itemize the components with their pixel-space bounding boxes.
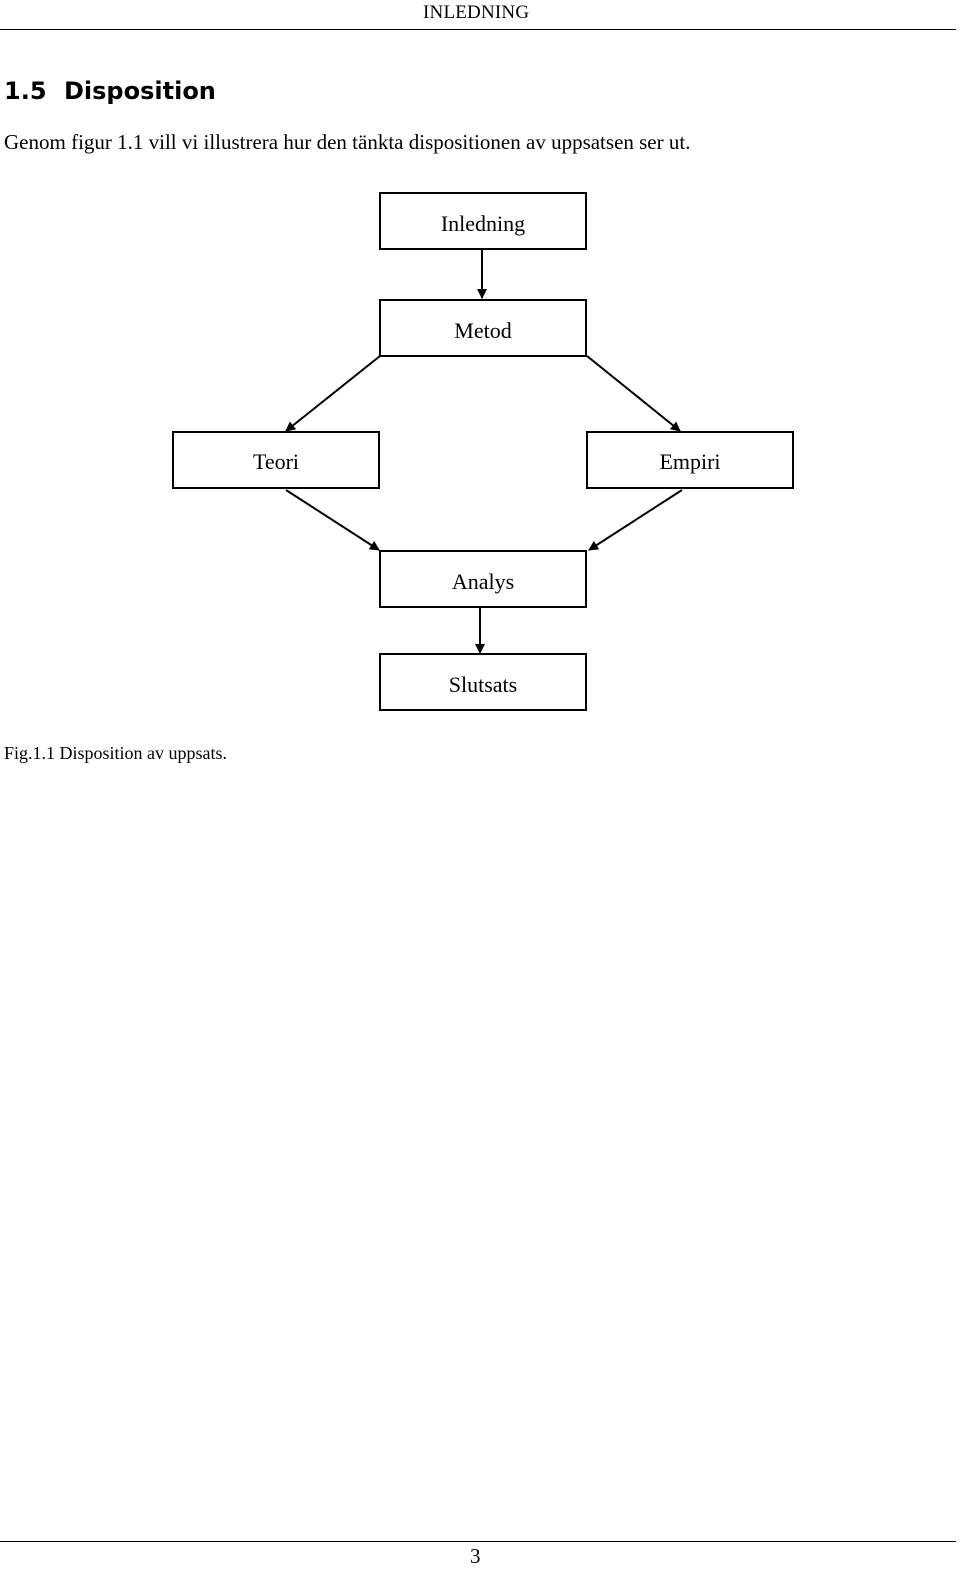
intro-paragraph: Genom figur 1.1 vill vi illustrera hur d… <box>4 130 691 154</box>
node-inledning-label: Inledning <box>441 211 525 236</box>
running-header: INLEDNING <box>0 0 956 30</box>
section-heading: 1.5 Disposition <box>4 74 216 108</box>
edge-teori-analys <box>285 489 380 551</box>
node-analys: Analys <box>379 550 587 608</box>
node-metod: Metod <box>379 299 587 357</box>
running-header-title: INLEDNING <box>423 2 530 23</box>
node-slutsats: Slutsats <box>379 653 587 711</box>
node-inledning: Inledning <box>379 192 587 250</box>
node-metod-label: Metod <box>454 318 511 343</box>
node-slutsats-label: Slutsats <box>449 672 517 697</box>
node-empiri-label: Empiri <box>659 449 720 474</box>
edge-metod-teori <box>285 355 381 432</box>
edge-empiri-analys <box>588 489 683 551</box>
footer-rule <box>0 1541 956 1542</box>
section-title: Disposition <box>64 77 216 105</box>
node-analys-label: Analys <box>452 569 514 594</box>
page-number: 3 <box>470 1544 481 1568</box>
section-number: 1.5 <box>4 77 47 105</box>
node-teori-label: Teori <box>253 449 299 474</box>
edge-metod-empiri <box>586 355 681 432</box>
figure-caption: Fig.1.1 Disposition av uppsats. <box>4 743 228 763</box>
node-teori: Teori <box>172 431 380 489</box>
disposition-flowchart: Inledning Metod Teori Empiri Analys Slut… <box>172 192 794 711</box>
node-empiri: Empiri <box>586 431 794 489</box>
